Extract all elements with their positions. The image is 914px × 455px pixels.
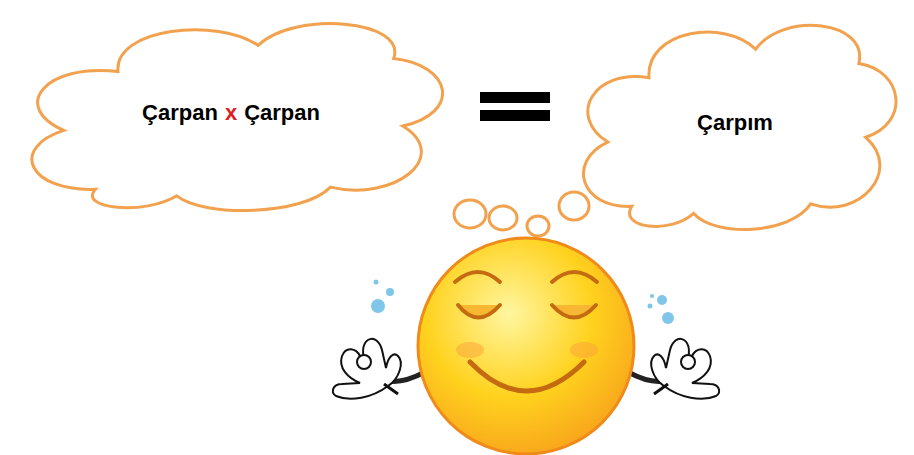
drop [648, 304, 653, 309]
thought-bubble [454, 200, 486, 228]
glove [651, 339, 719, 399]
sweat-drops [371, 280, 674, 325]
thought-bubble [527, 216, 549, 236]
drop [374, 280, 379, 285]
thought-bubbles [454, 192, 589, 236]
glove-cuff [654, 384, 668, 394]
cloud-label: Çarpan [142, 100, 218, 126]
cloud-text: Çarpım [563, 4, 907, 242]
equals-bar [480, 110, 550, 121]
glove-cuff [384, 384, 398, 394]
glove-fingers [357, 355, 371, 369]
glove-fingers [681, 355, 695, 369]
equals-bar [480, 92, 550, 103]
thought-bubble [559, 192, 589, 220]
cloud-label: Çarpım [697, 110, 773, 136]
drop [386, 288, 394, 296]
arm [628, 372, 668, 381]
drop [662, 312, 674, 324]
glove [333, 339, 401, 399]
arm [385, 372, 425, 381]
face [418, 238, 634, 454]
smile [470, 362, 584, 391]
glove-shape [651, 339, 719, 399]
drop [650, 294, 654, 298]
cloud-shape [584, 25, 897, 229]
glove-shape [333, 339, 401, 399]
thought-cloud: Çarpım [563, 4, 907, 242]
closed-eye [552, 305, 596, 318]
cloud-shape [32, 24, 443, 211]
cheek [456, 342, 484, 358]
cloud-label: Çarpan [244, 100, 320, 126]
eyebrow [455, 272, 500, 282]
drop [657, 295, 667, 305]
closed-eye [458, 305, 500, 318]
cheek [570, 342, 598, 358]
eyebrow [552, 272, 597, 282]
cloud-text: Çarpanx Çarpan [5, 4, 457, 222]
thought-cloud: Çarpanx Çarpan [5, 4, 457, 222]
equals-sign [480, 92, 550, 121]
cloud-label: x [225, 100, 237, 126]
drop [371, 299, 385, 313]
smiley-face [418, 238, 634, 454]
thought-bubble [489, 206, 517, 230]
